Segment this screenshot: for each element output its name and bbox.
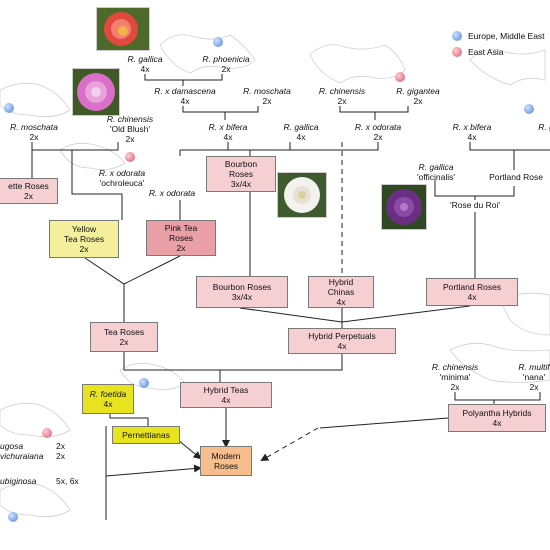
europe-origin-dot xyxy=(139,378,149,388)
rose-du-roi-label: 'Rose du Roi' xyxy=(449,200,501,210)
legend-asia-label: East Asia xyxy=(468,47,504,57)
pink-rose-photo xyxy=(72,68,120,116)
europe-origin-dot xyxy=(524,104,534,114)
species-rugosa-ploidy: 2x xyxy=(56,441,65,451)
species-wichuraiana-ploidy: 2x xyxy=(56,451,65,461)
species-multiflora: R. multif'nana'2x xyxy=(518,362,550,392)
species-rugosa: ugosa xyxy=(0,441,24,451)
species-rubiginosa: ubiginosa xyxy=(0,476,37,486)
asia-origin-dot xyxy=(395,72,405,82)
species-chinensis-minima: R. chinensis'minima'2x xyxy=(431,362,479,392)
asia-origin-dot xyxy=(125,152,135,162)
species-odorata-ochroleuca: R. x odorata'ochroleuca' xyxy=(98,168,146,188)
legend-europe-label: Europe, Middle East xyxy=(468,31,545,41)
legend-asia-dot xyxy=(452,47,462,57)
europe-origin-dot xyxy=(213,37,223,47)
portland-rose-label: Portland Rose xyxy=(489,172,543,182)
pernettianas-box: Pernettianas xyxy=(112,426,180,444)
species-gallica-right: R. g xyxy=(538,122,550,132)
species-chinensis-old-blush: R. chinensis'Old Blush'2x xyxy=(106,114,154,144)
species-gallica-officinalis: R. gallica'officinalis' xyxy=(416,162,456,182)
species-wichuraiana: vichuraiana xyxy=(0,451,44,461)
europe-origin-dot xyxy=(8,512,18,522)
europe-origin-dot xyxy=(4,103,14,113)
species-rubiginosa-ploidy: 5x, 6x xyxy=(56,476,79,486)
asia-origin-dot xyxy=(42,428,52,438)
white-rose-photo xyxy=(277,172,327,218)
species-odorata: R. x odorata xyxy=(148,188,196,198)
legend-europe-dot xyxy=(452,31,462,41)
red-rose-photo xyxy=(96,7,150,51)
purple-rose-photo xyxy=(381,184,427,230)
